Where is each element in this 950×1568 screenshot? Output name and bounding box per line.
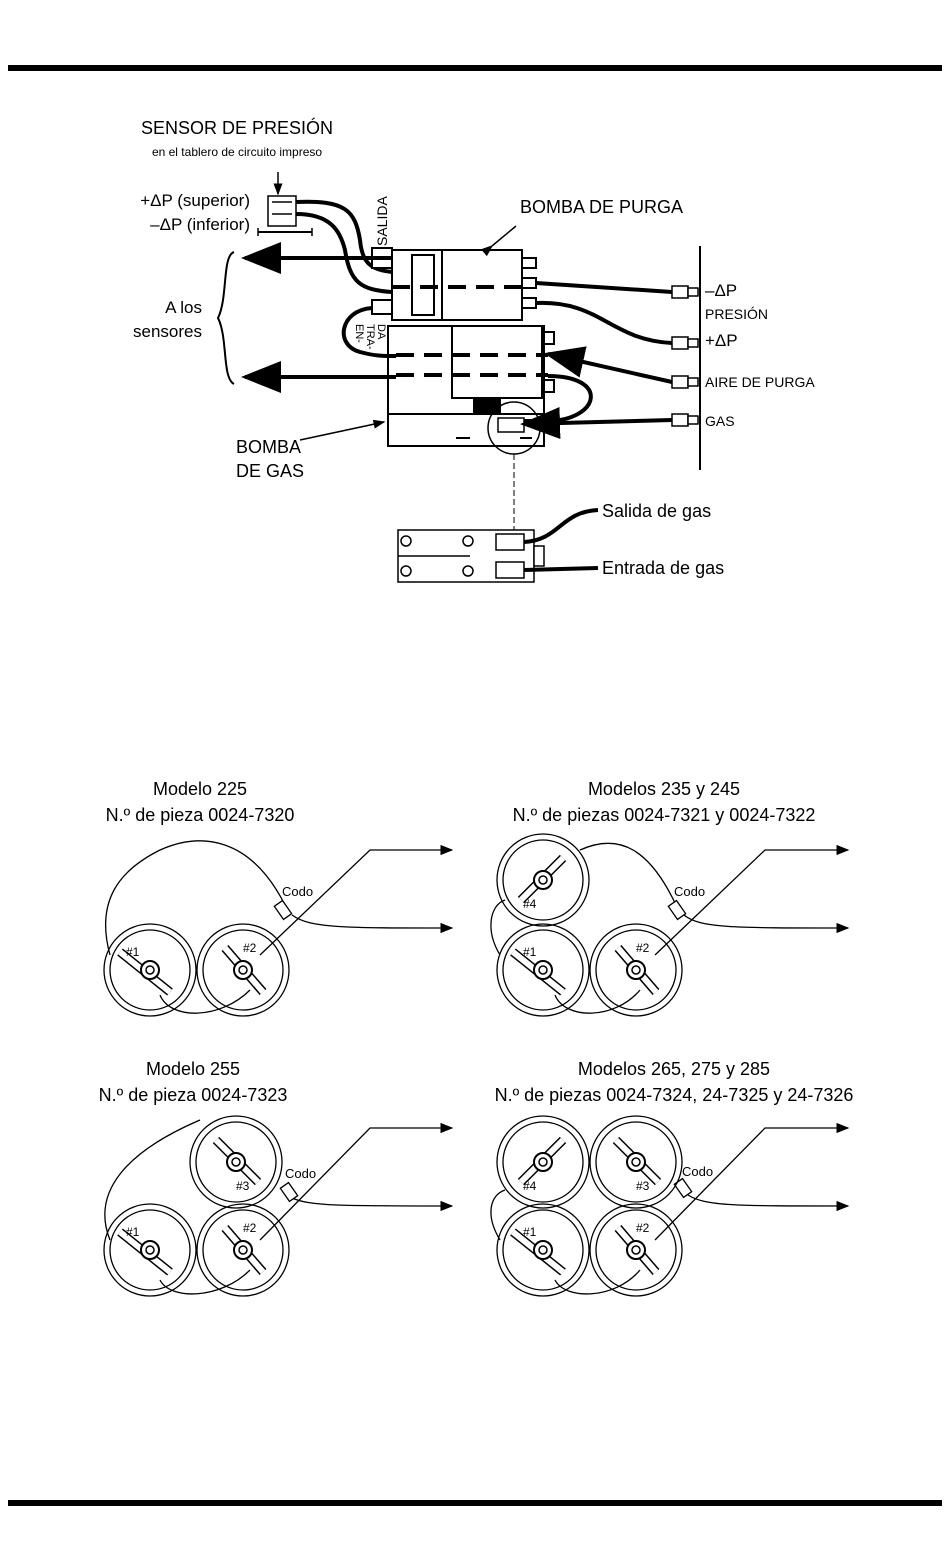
elbow-label: Codo bbox=[282, 884, 313, 899]
model-title: Modelo 225 bbox=[153, 779, 247, 799]
elbow-label: Codo bbox=[682, 1164, 713, 1179]
svg-text:#3: #3 bbox=[236, 1179, 250, 1193]
elbow-label: Codo bbox=[674, 884, 705, 899]
cell-3: #3 bbox=[189, 1115, 283, 1209]
cell-1: #1 bbox=[103, 923, 197, 1017]
svg-text:TRA-: TRA- bbox=[364, 324, 376, 350]
model-part-number: N.º de pieza 0024-7320 bbox=[106, 805, 295, 825]
model-255-diagram: Modelo 255 N.º de pieza 0024-7323 Codo #… bbox=[99, 1059, 454, 1297]
gas-outlet-label: Salida de gas bbox=[602, 501, 711, 521]
cell-2: #2 bbox=[589, 1203, 683, 1297]
top-rule bbox=[8, 65, 942, 71]
cell-4: #4 bbox=[496, 833, 590, 927]
svg-text:#1: #1 bbox=[523, 1225, 537, 1239]
purge-pump bbox=[371, 225, 537, 321]
model-title: Modelo 255 bbox=[146, 1059, 240, 1079]
pump-assembly-diagram: SENSOR DE PRESIÓN en el tablero de circu… bbox=[133, 117, 815, 583]
svg-text:EN-: EN- bbox=[353, 324, 365, 343]
gas-pump bbox=[299, 325, 555, 455]
purge-pump-label: BOMBA DE PURGA bbox=[520, 197, 683, 217]
model-235-245-diagram: Modelos 235 y 245 N.º de piezas 0024-732… bbox=[490, 779, 850, 1017]
svg-text:#2: #2 bbox=[243, 1221, 257, 1235]
gas-pump-label-1: BOMBA bbox=[236, 437, 301, 457]
cell-2: #2 bbox=[196, 1203, 290, 1297]
cell-2: #2 bbox=[196, 923, 290, 1017]
svg-text:#2: #2 bbox=[636, 1221, 650, 1235]
cell-1: #1 bbox=[103, 1203, 197, 1297]
model-part-number: N.º de piezas 0024-7321 y 0024-7322 bbox=[513, 805, 816, 825]
model-title: Modelos 265, 275 y 285 bbox=[578, 1059, 770, 1079]
gas-pump-detail bbox=[397, 529, 545, 583]
presion-label: PRESIÓN bbox=[705, 306, 768, 322]
right-fittings bbox=[671, 285, 699, 427]
dp-lower-label: –ΔP (inferior) bbox=[150, 215, 250, 234]
model-265-275-285-diagram: Modelos 265, 275 y 285 N.º de piezas 002… bbox=[490, 1059, 854, 1297]
gas-pump-label-2: DE GAS bbox=[236, 461, 304, 481]
gas-inlet-label: Entrada de gas bbox=[602, 558, 724, 578]
cell-4: #4 bbox=[496, 1115, 590, 1209]
svg-text:#3: #3 bbox=[636, 1179, 650, 1193]
svg-text:DA: DA bbox=[375, 324, 387, 340]
model-225-diagram: Modelo 225 N.º de pieza 0024-7320 Codo #… bbox=[103, 779, 454, 1017]
salida-label: SALIDA bbox=[374, 196, 390, 246]
cell-1: #1 bbox=[496, 1203, 590, 1297]
model-title: Modelos 235 y 245 bbox=[588, 779, 740, 799]
svg-text:#4: #4 bbox=[523, 1179, 537, 1193]
svg-text:#1: #1 bbox=[126, 945, 140, 959]
gas-label: GAS bbox=[705, 413, 735, 429]
purge-air-label: AIRE DE PURGA bbox=[705, 374, 815, 390]
model-part-number: N.º de piezas 0024-7324, 24-7325 y 24-73… bbox=[495, 1085, 854, 1105]
dp-upper-label: +ΔP (superior) bbox=[140, 191, 250, 210]
svg-text:#1: #1 bbox=[126, 1225, 140, 1239]
entrada-label: EN- TRA- DA bbox=[353, 324, 387, 350]
pressure-sensor-title: SENSOR DE PRESIÓN bbox=[141, 117, 333, 138]
model-part-number: N.º de pieza 0024-7323 bbox=[99, 1085, 288, 1105]
elbow-label: Codo bbox=[285, 1166, 316, 1181]
cell-2: #2 bbox=[589, 923, 683, 1017]
bottom-rule bbox=[8, 1500, 942, 1506]
svg-text:#1: #1 bbox=[523, 945, 537, 959]
svg-text:#2: #2 bbox=[243, 941, 257, 955]
plus-dp-label: +ΔP bbox=[705, 331, 738, 350]
to-sensors-label-1: A los bbox=[165, 298, 202, 317]
pressure-sensor bbox=[257, 172, 313, 236]
svg-text:#4: #4 bbox=[523, 897, 537, 911]
cell-3: #3 bbox=[589, 1115, 683, 1209]
minus-dp-label: –ΔP bbox=[705, 281, 737, 300]
sensors-brace bbox=[216, 251, 235, 385]
cell-1: #1 bbox=[496, 923, 590, 1017]
pressure-sensor-subtitle: en el tablero de circuito impreso bbox=[152, 145, 322, 159]
svg-text:#2: #2 bbox=[636, 941, 650, 955]
to-sensors-label-2: sensores bbox=[133, 322, 202, 341]
